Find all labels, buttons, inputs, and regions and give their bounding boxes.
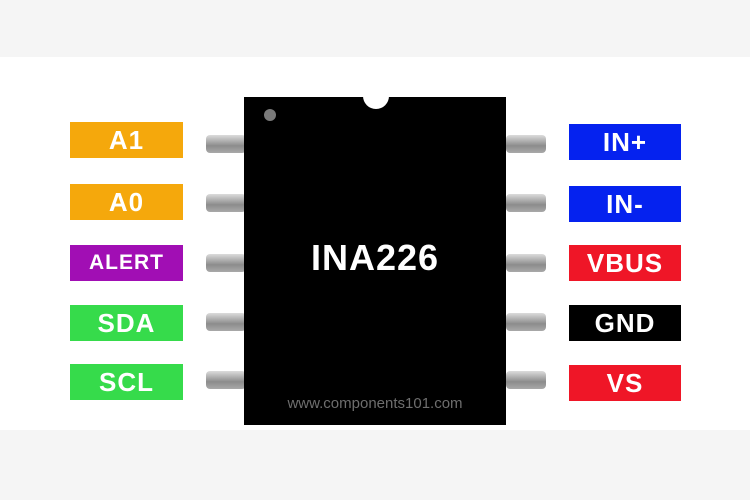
- pin-leg-a1: [206, 135, 246, 153]
- pin-label-vbus: VBUS: [569, 245, 681, 281]
- pin-leg-sda: [206, 313, 246, 331]
- pin-leg-in-plus: [506, 135, 546, 153]
- chip-name: INA226: [310, 237, 440, 278]
- ic-chip-body: INA226 www.components101.com: [244, 83, 506, 425]
- pin-label-alert: ALERT: [70, 245, 183, 281]
- pin-label-in-minus: IN-: [569, 186, 681, 222]
- pin-label-sda: SDA: [70, 305, 183, 341]
- pin-label-in-plus: IN+: [569, 124, 681, 160]
- pin-leg-in-minus: [506, 194, 546, 212]
- pin-leg-vbus: [506, 254, 546, 272]
- bottom-background-band: [0, 430, 750, 500]
- pin-label-a0: A0: [70, 184, 183, 220]
- pin-label-scl: SCL: [70, 364, 183, 400]
- pin-leg-vs: [506, 371, 546, 389]
- pin-leg-scl: [206, 371, 246, 389]
- pin-leg-alert: [206, 254, 246, 272]
- chip-watermark: www.components101.com: [287, 395, 463, 412]
- pin-label-vs: VS: [569, 365, 681, 401]
- pin1-indicator-dot: [264, 109, 276, 121]
- pin-label-gnd: GND: [569, 305, 681, 341]
- pin-label-a1: A1: [70, 122, 183, 158]
- top-background-band: [0, 0, 750, 57]
- chip-notch: [363, 83, 389, 109]
- pin-leg-a0: [206, 194, 246, 212]
- pin-leg-gnd: [506, 313, 546, 331]
